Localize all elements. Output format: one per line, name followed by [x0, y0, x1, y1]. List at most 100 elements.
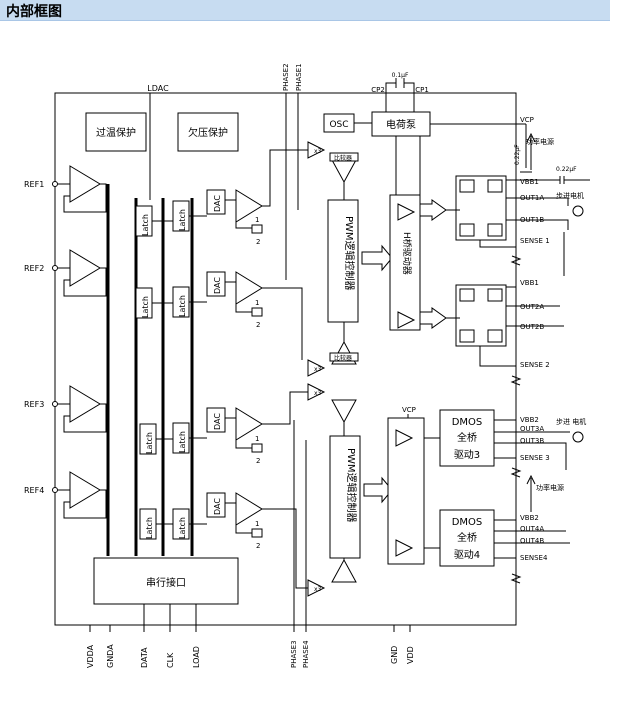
driver-stage-bottom [387, 417, 425, 565]
pin-phase2: PHASE2 [282, 63, 290, 91]
svg-text:SENSE 1: SENSE 1 [520, 237, 550, 245]
comparators: x3 比较器 x3 比较器 x3 x3 [307, 141, 359, 597]
section-header: 内部框图 [0, 0, 610, 21]
power-supply-label-2: 功率电源 [536, 483, 564, 492]
pwm-controller-bottom [329, 435, 361, 559]
stepper-motor-label-2: 步进 电机 [556, 417, 586, 426]
stepper-motor-label-1: 步进电机 [556, 191, 584, 200]
svg-text:VCP: VCP [520, 116, 534, 124]
svg-text:DAC: DAC [213, 277, 222, 294]
pin-ldac: LDAC [147, 84, 169, 93]
pwm-controller-top-label: PWM逻辑控制器 [343, 216, 356, 291]
svg-text:VCP: VCP [402, 406, 416, 414]
charge-pump-label: 电荷泵 [386, 118, 416, 131]
svg-text:Latch: Latch [178, 295, 187, 317]
cp-cap-value: 0.1μF [392, 72, 409, 79]
serial-interface-label: 串行接口 [146, 576, 186, 589]
svg-text:0.22μF: 0.22μF [514, 144, 521, 165]
svg-text:OUT2B: OUT2B [520, 323, 544, 331]
pin-phase1: PHASE1 [295, 63, 303, 91]
svg-text:2: 2 [256, 238, 260, 246]
mosfet-bridges [446, 175, 507, 347]
svg-text:DMOS: DMOS [452, 417, 483, 428]
section-title: 内部框图 [6, 4, 62, 20]
svg-text:VDD: VDD [406, 646, 415, 664]
dac-array: DAC DAC DAC DAC [206, 189, 226, 518]
svg-text:VDDA: VDDA [86, 644, 95, 668]
svg-text:OUT3B: OUT3B [520, 437, 544, 445]
svg-text:2: 2 [256, 542, 260, 550]
svg-text:SENSE4: SENSE4 [520, 554, 548, 562]
svg-text:OUT3A: OUT3A [520, 425, 544, 433]
svg-text:SENSE 3: SENSE 3 [520, 454, 550, 462]
svg-text:VBB1: VBB1 [520, 279, 539, 287]
svg-text:LOAD: LOAD [192, 646, 201, 668]
svg-text:x3: x3 [314, 390, 322, 397]
dmos-driver-4 [439, 509, 495, 567]
svg-text:VBB2: VBB2 [520, 416, 539, 424]
svg-text:2: 2 [256, 321, 260, 329]
svg-text:x3: x3 [314, 586, 322, 593]
pin-cp2: CP2 [371, 86, 385, 94]
svg-text:Latch: Latch [141, 296, 150, 318]
svg-text:驱动4: 驱动4 [454, 549, 480, 561]
pin-ref2: REF2 [24, 264, 44, 273]
svg-text:1: 1 [255, 299, 259, 307]
svg-text:1: 1 [255, 435, 259, 443]
svg-text:DAC: DAC [213, 413, 222, 430]
svg-text:Latch: Latch [145, 517, 154, 539]
h-bridge-driver [389, 194, 421, 331]
undervoltage-protection-block [177, 112, 239, 152]
svg-text:CLK: CLK [166, 652, 175, 668]
thermal-protection-label: 过温保护 [96, 126, 136, 139]
svg-text:VBB2: VBB2 [520, 514, 539, 522]
svg-text:比较器: 比较器 [334, 154, 352, 162]
svg-text:OUT4A: OUT4A [520, 525, 544, 533]
svg-text:Latch: Latch [178, 517, 187, 539]
svg-text:PHASE3: PHASE3 [290, 640, 298, 668]
svg-text:VBB1: VBB1 [520, 178, 539, 186]
svg-text:1: 1 [255, 520, 259, 528]
svg-text:DAC: DAC [213, 498, 222, 515]
svg-text:Latch: Latch [178, 209, 187, 231]
pin-ref1: REF1 [24, 180, 44, 189]
svg-text:DMOS: DMOS [452, 517, 483, 528]
svg-text:全桥: 全桥 [457, 531, 477, 544]
pwm-controller-bottom-label: PWM逻辑控制器 [345, 448, 358, 523]
right-pins: VCP VBB1 OUT1A OUT1B SENSE 1 VBB1 OUT2A … [479, 116, 550, 584]
thermal-protection-block [85, 112, 147, 152]
pin-ref4: REF4 [24, 486, 44, 495]
ref-inputs: REF1 REF2 REF3 REF4 [24, 180, 58, 495]
serial-interface-block [93, 557, 239, 605]
pwm-controller-top [327, 199, 359, 323]
svg-text:OUT2A: OUT2A [520, 303, 544, 311]
pin-cp1: CP1 [415, 86, 429, 94]
svg-text:驱动3: 驱动3 [454, 449, 480, 461]
svg-text:OUT4B: OUT4B [520, 537, 544, 545]
svg-text:Latch: Latch [141, 214, 150, 236]
svg-text:0.22μF: 0.22μF [556, 166, 577, 173]
svg-text:DAC: DAC [213, 195, 222, 212]
input-buffers [58, 165, 107, 519]
svg-text:Latch: Latch [178, 431, 187, 453]
svg-text:x3: x3 [314, 366, 322, 373]
svg-text:DATA: DATA [140, 647, 149, 668]
svg-text:比较器: 比较器 [334, 354, 352, 362]
undervoltage-protection-label: 欠压保护 [188, 126, 228, 139]
svg-text:全桥: 全桥 [457, 431, 477, 444]
bottom-pins: VDDA GNDA DATA CLK LOAD PHASE3 PHASE4 GN… [86, 420, 415, 668]
osc-label: OSC [329, 120, 348, 130]
svg-text:PHASE4: PHASE4 [302, 640, 310, 668]
svg-text:GNDA: GNDA [106, 644, 115, 668]
svg-text:GND: GND [390, 646, 399, 664]
svg-text:x3: x3 [314, 148, 322, 155]
power-supply-label-1: 功率电源 [526, 137, 554, 146]
external-components: 功率电源 0.22μF 0.22μF 步进电机 步进 电机 功率电源 [514, 123, 590, 544]
h-bridge-driver-label: H桥驱动器 [401, 232, 413, 275]
svg-text:2: 2 [256, 457, 260, 465]
svg-text:SENSE 2: SENSE 2 [520, 361, 550, 369]
gain-amplifiers: 2 1 2 1 2 1 2 1 [225, 149, 308, 589]
svg-text:Latch: Latch [145, 432, 154, 454]
svg-text:1: 1 [255, 216, 259, 224]
